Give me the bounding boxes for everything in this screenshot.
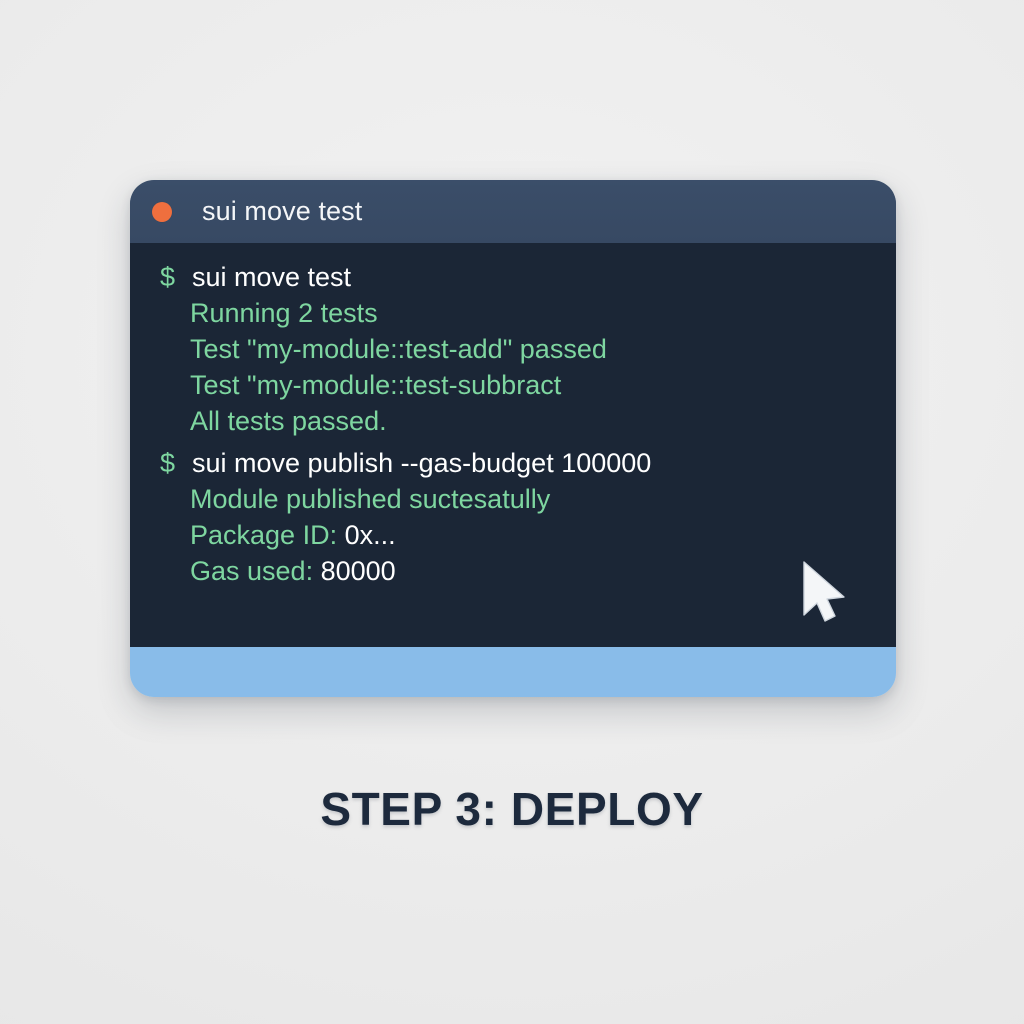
package-id-value: 0x... [344, 520, 396, 550]
terminal-line-output: All tests passed. [130, 403, 896, 439]
close-dot-icon[interactable] [152, 201, 172, 222]
terminal-line-output: Module published suctesatully [130, 481, 896, 517]
package-id-label: Package ID: [190, 520, 345, 550]
terminal-line-command: $ sui move test [130, 259, 896, 295]
terminal-output-area[interactable]: $ sui move test Running 2 tests Test "my… [130, 243, 896, 647]
terminal-title-bar: sui move test [130, 180, 896, 243]
gas-used-value: 80000 [320, 556, 396, 586]
gas-used-label: Gas used: [190, 556, 321, 586]
output-text: Module published suctesatully [190, 484, 551, 514]
output-text: Running 2 tests [190, 298, 378, 328]
command-text: sui move test [192, 262, 352, 292]
terminal-line-output: Running 2 tests [130, 295, 896, 331]
terminal-line-output: Test "my-module::test-add" passed [130, 331, 896, 367]
output-text: Test "my-module::test-add" passed [190, 334, 607, 364]
command-text: sui move publish --gas-budget 100000 [192, 448, 652, 478]
terminal-line-command: $ sui move publish --gas-budget 100000 [130, 445, 896, 481]
terminal-title: sui move test [202, 196, 363, 226]
prompt-symbol: $ [160, 262, 176, 292]
card-footer-strip [130, 647, 896, 697]
page-title: STEP 3: DEPLOY [320, 783, 704, 835]
terminal-window: sui move test $ sui move test Running 2 … [130, 180, 896, 697]
prompt-symbol: $ [160, 448, 176, 478]
terminal-line-package-id: Package ID: 0x... [130, 517, 896, 553]
output-text: All tests passed. [190, 406, 387, 436]
output-text: Test "my-module::test-subbract [190, 370, 562, 400]
terminal-line-output: Test "my-module::test-subbract [130, 367, 896, 403]
terminal-line-gas-used: Gas used: 80000 [130, 553, 896, 589]
